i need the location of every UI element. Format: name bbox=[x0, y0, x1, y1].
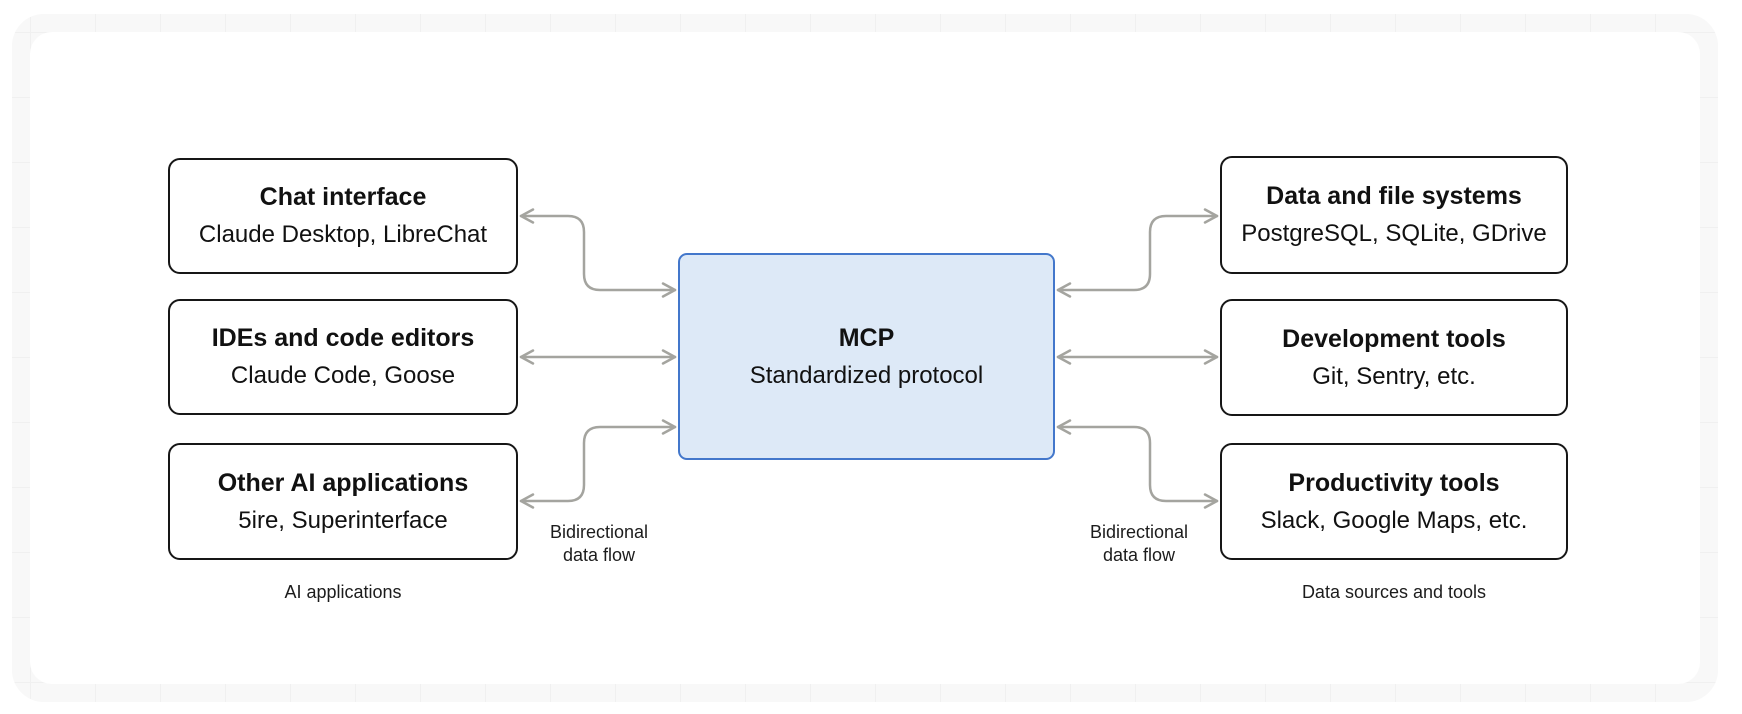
caption-data-sources-tools: Data sources and tools bbox=[1301, 582, 1487, 602]
node-title: Data and file systems bbox=[1266, 182, 1522, 210]
node-title: IDEs and code editors bbox=[211, 324, 475, 352]
arrow-right-icon bbox=[661, 349, 677, 365]
connector-left-bottom bbox=[519, 419, 677, 509]
arrow-left-icon bbox=[519, 349, 535, 365]
arrow-right-icon bbox=[1203, 493, 1219, 509]
connector-left-middle bbox=[519, 349, 677, 365]
arrow-left-icon bbox=[519, 208, 535, 224]
arrow-right-icon bbox=[661, 282, 677, 298]
arrow-left-icon bbox=[1056, 419, 1072, 435]
arrow-left-icon bbox=[1056, 349, 1072, 365]
node-subtitle: Claude Code, Goose bbox=[230, 362, 456, 389]
node-subtitle: Git, Sentry, etc. bbox=[1312, 362, 1476, 390]
node-productivity-tools: Productivity tools Slack, Google Maps, e… bbox=[1220, 443, 1568, 560]
connector-right-bottom bbox=[1056, 419, 1219, 509]
connector-left-top bbox=[519, 208, 677, 298]
node-title: Productivity tools bbox=[1288, 468, 1500, 497]
node-subtitle: 5ire, Superinterface bbox=[238, 506, 448, 534]
node-data-file-systems: Data and file systems PostgreSQL, SQLite… bbox=[1220, 156, 1568, 274]
arrow-left-icon bbox=[519, 493, 535, 509]
node-subtitle: Standardized protocol bbox=[749, 361, 984, 389]
node-subtitle: Claude Desktop, LibreChat bbox=[198, 221, 488, 248]
node-title: Chat interface bbox=[259, 183, 427, 211]
arrow-right-icon bbox=[1203, 208, 1219, 224]
flow-label-right: Bidirectional data flow bbox=[1089, 522, 1189, 565]
node-title: MCP bbox=[838, 323, 895, 352]
node-other-ai-applications: Other AI applications 5ire, Superinterfa… bbox=[168, 443, 518, 560]
arrow-right-icon bbox=[1203, 349, 1219, 365]
node-mcp: MCP Standardized protocol bbox=[678, 253, 1055, 460]
connector-right-top bbox=[1056, 208, 1219, 298]
node-development-tools: Development tools Git, Sentry, etc. bbox=[1220, 299, 1568, 416]
flow-label-left: Bidirectional data flow bbox=[549, 522, 649, 565]
node-title: Other AI applications bbox=[217, 468, 469, 497]
node-title: Development tools bbox=[1282, 324, 1506, 353]
caption-ai-applications: AI applications bbox=[284, 582, 402, 602]
node-subtitle: Slack, Google Maps, etc. bbox=[1260, 506, 1528, 534]
connector-right-middle bbox=[1056, 349, 1219, 365]
arrow-left-icon bbox=[1056, 282, 1072, 298]
node-chat-interface: Chat interface Claude Desktop, LibreChat bbox=[168, 158, 518, 274]
node-subtitle: PostgreSQL, SQLite, GDrive bbox=[1241, 220, 1547, 247]
arrow-right-icon bbox=[661, 419, 677, 435]
node-ides-code-editors: IDEs and code editors Claude Code, Goose bbox=[168, 299, 518, 415]
